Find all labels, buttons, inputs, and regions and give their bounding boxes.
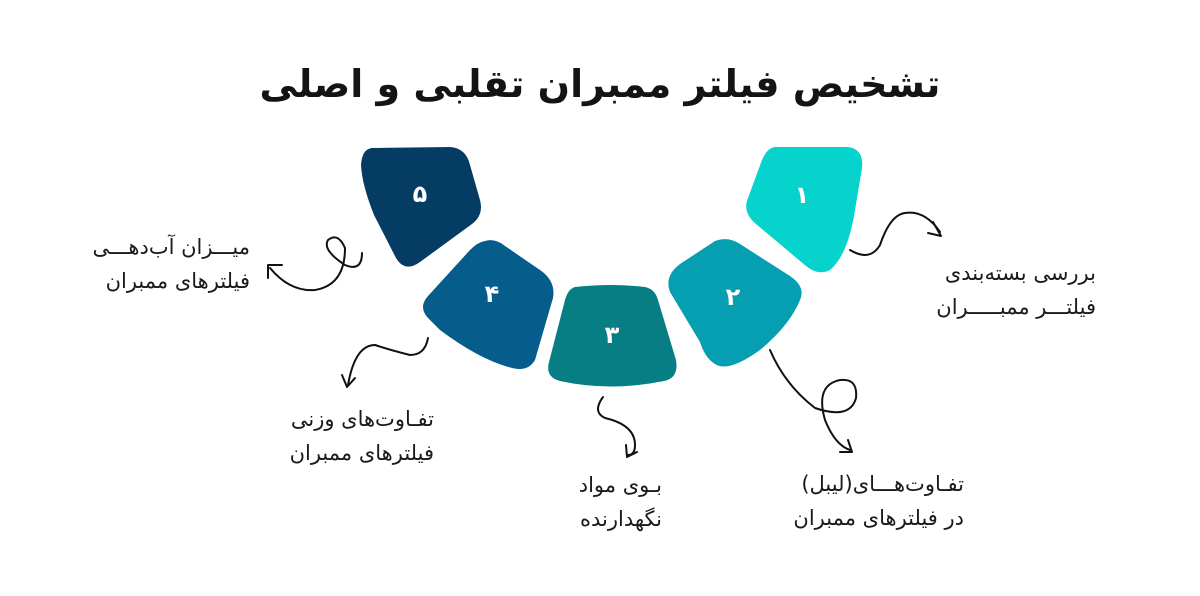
step-4-block: ۴ (423, 240, 554, 369)
step-5-shape (361, 147, 481, 267)
step-2-number: ۲ (726, 283, 741, 311)
step-1-number: ۱ (795, 181, 810, 209)
step-3-line-1: بـوی مواد (578, 473, 662, 497)
arrow-step-5-icon (267, 236, 363, 292)
step-1-label: بررسی بسته‌بندی فیلتـــر ممبـــــران (936, 256, 1096, 324)
step-1-shape (746, 147, 863, 273)
step-2-label: تفـاوت‌هـــای(لیبل) در فیلترهای ممبران (793, 467, 964, 535)
page-title: تشخیص فیلتر ممبران تقلبی و اصلی (259, 62, 941, 106)
step-4-line-1: تفـاوت‌های وزنی (290, 407, 434, 431)
step-2-line-2: در فیلترهای ممبران (793, 506, 964, 530)
step-5-line-2: فیلترهای ممبران (105, 269, 250, 293)
arrow-step-1-icon (849, 211, 942, 256)
arrow-step-4-icon (341, 337, 429, 388)
step-5-label: میـــزان آب‌دهـــی فیلترهای ممبران (92, 230, 250, 298)
step-5-block: ۵ (361, 147, 481, 267)
step-3-shape (548, 285, 677, 387)
step-4-number: ۴ (485, 280, 500, 308)
step-2-block: ۲ (668, 239, 802, 367)
step-3-label: بـوی مواد نگهدارنده (579, 468, 662, 536)
step-5-number: ۵ (413, 180, 428, 208)
arrow-step-2-icon (769, 349, 858, 453)
step-4-label: تفـاوت‌های وزنی فیلترهای ممبران (290, 402, 434, 470)
step-3-number: ۳ (605, 321, 620, 349)
arrow-step-3-icon (597, 396, 638, 458)
step-3-line-2: نگهدارنده (580, 507, 662, 531)
step-4-shape (423, 240, 554, 369)
step-1-line-1: بررسی بسته‌بندی (944, 261, 1096, 285)
step-5-line-1: میـــزان آب‌دهـــی (92, 235, 250, 259)
step-3-block: ۳ (548, 285, 677, 387)
step-1-line-2: فیلتـــر ممبـــــران (936, 295, 1096, 319)
step-2-shape (668, 239, 802, 367)
step-2-line-1: تفـاوت‌هـــای(لیبل) (801, 472, 964, 496)
step-4-line-2: فیلترهای ممبران (289, 441, 434, 465)
step-1-block: ۱ (746, 147, 863, 273)
